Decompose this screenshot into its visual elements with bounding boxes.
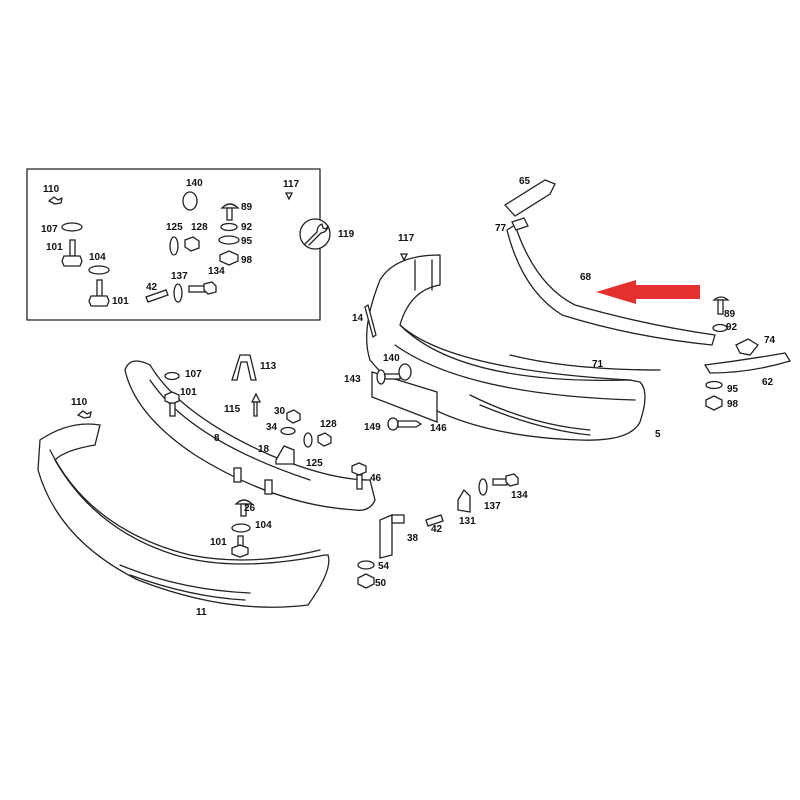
callout: 113 <box>260 361 277 372</box>
callout: 117 <box>398 233 415 244</box>
callout: 107 <box>41 224 58 235</box>
callout: 92 <box>241 222 253 233</box>
hardware-parts <box>76 354 519 589</box>
callout: 71 <box>592 359 604 370</box>
callout: 38 <box>407 533 419 544</box>
callout: 74 <box>764 335 776 346</box>
callout: 134 <box>208 266 225 277</box>
main-callout-labels: 14 117 65 77 68 89 92 74 71 62 95 98 5 1… <box>71 176 776 618</box>
bumper-reinforcement <box>124 360 376 511</box>
callout: 30 <box>274 406 286 417</box>
callout: 50 <box>375 578 387 589</box>
callout: 98 <box>241 255 253 266</box>
callout: 110 <box>43 184 60 195</box>
callout: 131 <box>459 516 476 527</box>
callout: 140 <box>383 353 400 364</box>
inset-parts <box>48 191 331 307</box>
side-trim <box>703 352 792 374</box>
callout: 101 <box>180 387 197 398</box>
callout: 110 <box>71 397 88 408</box>
inset-callout-labels: 110 107 101 104 101 140 125 128 89 92 95… <box>41 178 355 307</box>
callout: 115 <box>224 404 241 415</box>
front-bumper-cover <box>366 254 661 441</box>
callout: 128 <box>320 419 337 430</box>
callout: 65 <box>519 176 531 187</box>
upper-trim-strip <box>503 179 716 346</box>
callout: 117 <box>283 179 300 190</box>
callout: 42 <box>146 282 158 293</box>
callout: 89 <box>724 309 736 320</box>
callout: 95 <box>241 236 253 247</box>
rear-bumper-cover <box>37 423 330 608</box>
callout: 137 <box>484 501 501 512</box>
callout: 46 <box>370 473 382 484</box>
callout: 119 <box>338 229 355 240</box>
callout: 8 <box>214 433 220 444</box>
callout: 77 <box>495 223 507 234</box>
callout: 89 <box>241 202 253 213</box>
callout: 146 <box>430 423 447 434</box>
callout: 107 <box>185 369 202 380</box>
callout: 62 <box>762 377 774 388</box>
license-bracket <box>371 371 438 423</box>
callout: 34 <box>266 422 278 433</box>
callout: 149 <box>364 422 381 433</box>
callout: 54 <box>378 561 390 572</box>
callout: 101 <box>210 537 227 548</box>
callout: 14 <box>352 313 364 324</box>
callout: 42 <box>431 524 443 535</box>
callout: 98 <box>727 399 739 410</box>
callout: 134 <box>511 490 528 501</box>
callout: 128 <box>191 222 208 233</box>
callout: 104 <box>255 520 272 531</box>
callout: 140 <box>186 178 203 189</box>
callout: 5 <box>655 429 661 440</box>
callout: 101 <box>46 242 63 253</box>
callout: 11 <box>196 607 207 618</box>
callout: 68 <box>580 272 592 283</box>
callout: 137 <box>171 271 188 282</box>
callout: 143 <box>344 374 361 385</box>
side-cap <box>735 338 759 356</box>
red-arrow-indicator <box>596 280 700 304</box>
callout: 95 <box>727 384 739 395</box>
callout: 125 <box>166 222 183 233</box>
callout: 125 <box>306 458 323 469</box>
callout: 92 <box>726 322 738 333</box>
callout: 101 <box>112 296 129 307</box>
callout: 104 <box>89 252 106 263</box>
callout: 18 <box>258 444 270 455</box>
callout: 26 <box>244 503 256 514</box>
